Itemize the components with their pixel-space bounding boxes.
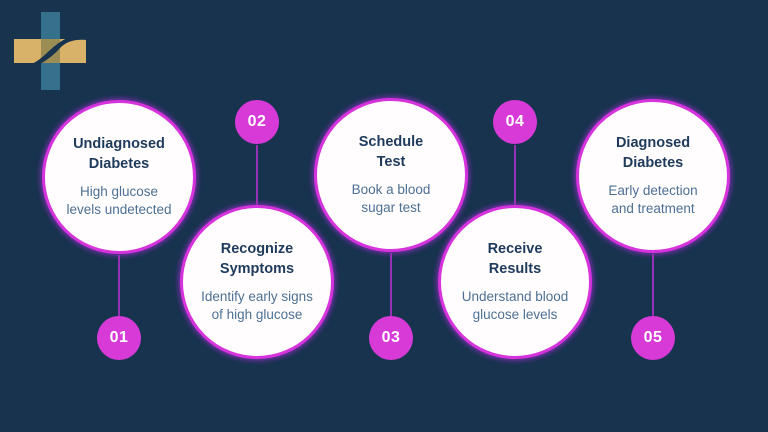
step-circle-4: Receive Results Understand blood glucose… <box>438 205 592 359</box>
step-circle-3: Schedule Test Book a blood sugar test <box>314 98 468 252</box>
step-circle-5: Diagnosed Diabetes Early detection and t… <box>576 99 730 253</box>
connector-line-5 <box>652 254 654 316</box>
step-title: Diagnosed Diabetes <box>615 135 691 171</box>
step-number-badge-3: 03 <box>369 316 413 360</box>
step-number-badge-2: 02 <box>235 100 279 144</box>
step-description: Early detection and treatment <box>608 182 698 216</box>
step-number-badge-4: 04 <box>493 100 537 144</box>
connector-line-2 <box>256 145 258 205</box>
connector-line-3 <box>390 253 392 316</box>
step-description: Understand blood glucose levels <box>461 288 569 322</box>
step-number-badge-5: 05 <box>631 316 675 360</box>
step-title: Recognize Symptoms <box>219 241 295 277</box>
step-circle-2: Recognize Symptoms Identify early signs … <box>180 205 334 359</box>
step-title: Undiagnosed Diabetes <box>73 136 165 172</box>
step-description: Book a blood sugar test <box>351 181 431 215</box>
connector-line-4 <box>514 145 516 205</box>
step-circle-1: Undiagnosed Diabetes High glucose levels… <box>42 100 196 254</box>
step-title: Receive Results <box>487 241 543 277</box>
step-description: High glucose levels undetected <box>66 183 172 217</box>
step-description: Identify early signs of high glucose <box>201 288 313 322</box>
step-number-badge-1: 01 <box>97 316 141 360</box>
medical-plus-logo-icon <box>14 12 86 90</box>
step-title: Schedule Test <box>358 134 424 170</box>
connector-line-1 <box>118 255 120 316</box>
